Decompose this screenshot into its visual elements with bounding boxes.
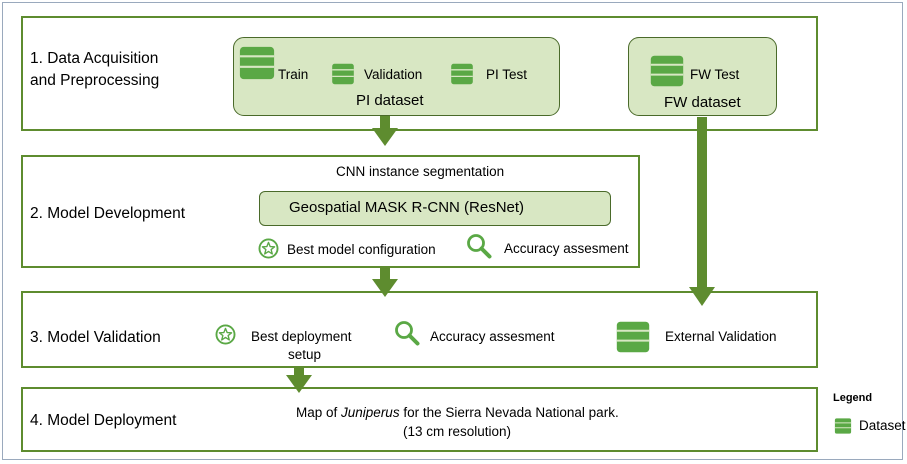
stage-1-label-line2: and Preprocessing [30, 72, 160, 89]
pi-dataset-box [233, 37, 560, 116]
map-prefix: Map of [296, 405, 342, 420]
stage-3-model-validation [21, 291, 818, 368]
stage-1-label-line1: 1. Data Acquisition [30, 50, 159, 67]
pi-dataset-title: PI dataset [356, 92, 424, 109]
mask-rcnn-label: Geospatial MASK R-CNN (ResNet) [289, 199, 525, 216]
arrow-fw-to-model-validation [689, 117, 715, 306]
best-model-label: Best model configuration [287, 242, 436, 257]
pi-test-label: PI Test [486, 67, 528, 82]
legend-title: Legend [833, 392, 873, 404]
cnn-title: CNN instance segmentation [336, 164, 505, 179]
arrow-validation-to-deployment [286, 368, 312, 393]
resolution-label: (13 cm resolution) [403, 424, 512, 439]
train-label: Train [278, 67, 309, 82]
map-species: Juniperus [341, 405, 400, 420]
accuracy-label: Accuracy assesment [504, 241, 629, 256]
stage-4-model-deployment [21, 387, 818, 452]
mask-rcnn-box [259, 191, 611, 226]
arrow-pi-to-model-development [372, 116, 398, 146]
stage-2-label: 2. Model Development [30, 205, 186, 222]
validation-label: Validation [364, 67, 423, 82]
best-deployment-line2: setup [288, 347, 322, 362]
arrow-development-to-validation [372, 268, 398, 297]
external-validation-label: External Validation [665, 329, 777, 344]
accuracy-label: Accuracy assesment [430, 329, 555, 344]
stage-4-label: 4. Model Deployment [30, 412, 177, 429]
fw-test-label: FW Test [690, 67, 740, 82]
best-deployment-line1: Best deployment [251, 329, 352, 344]
fw-dataset-title: FW dataset [664, 94, 741, 111]
map-suffix: for the Sierra Nevada National park. [399, 405, 619, 420]
legend-dataset-label: Dataset [859, 418, 906, 433]
map-description: Map of Juniperus for the Sierra Nevada N… [296, 405, 619, 420]
stage-3-label: 3. Model Validation [30, 329, 161, 346]
